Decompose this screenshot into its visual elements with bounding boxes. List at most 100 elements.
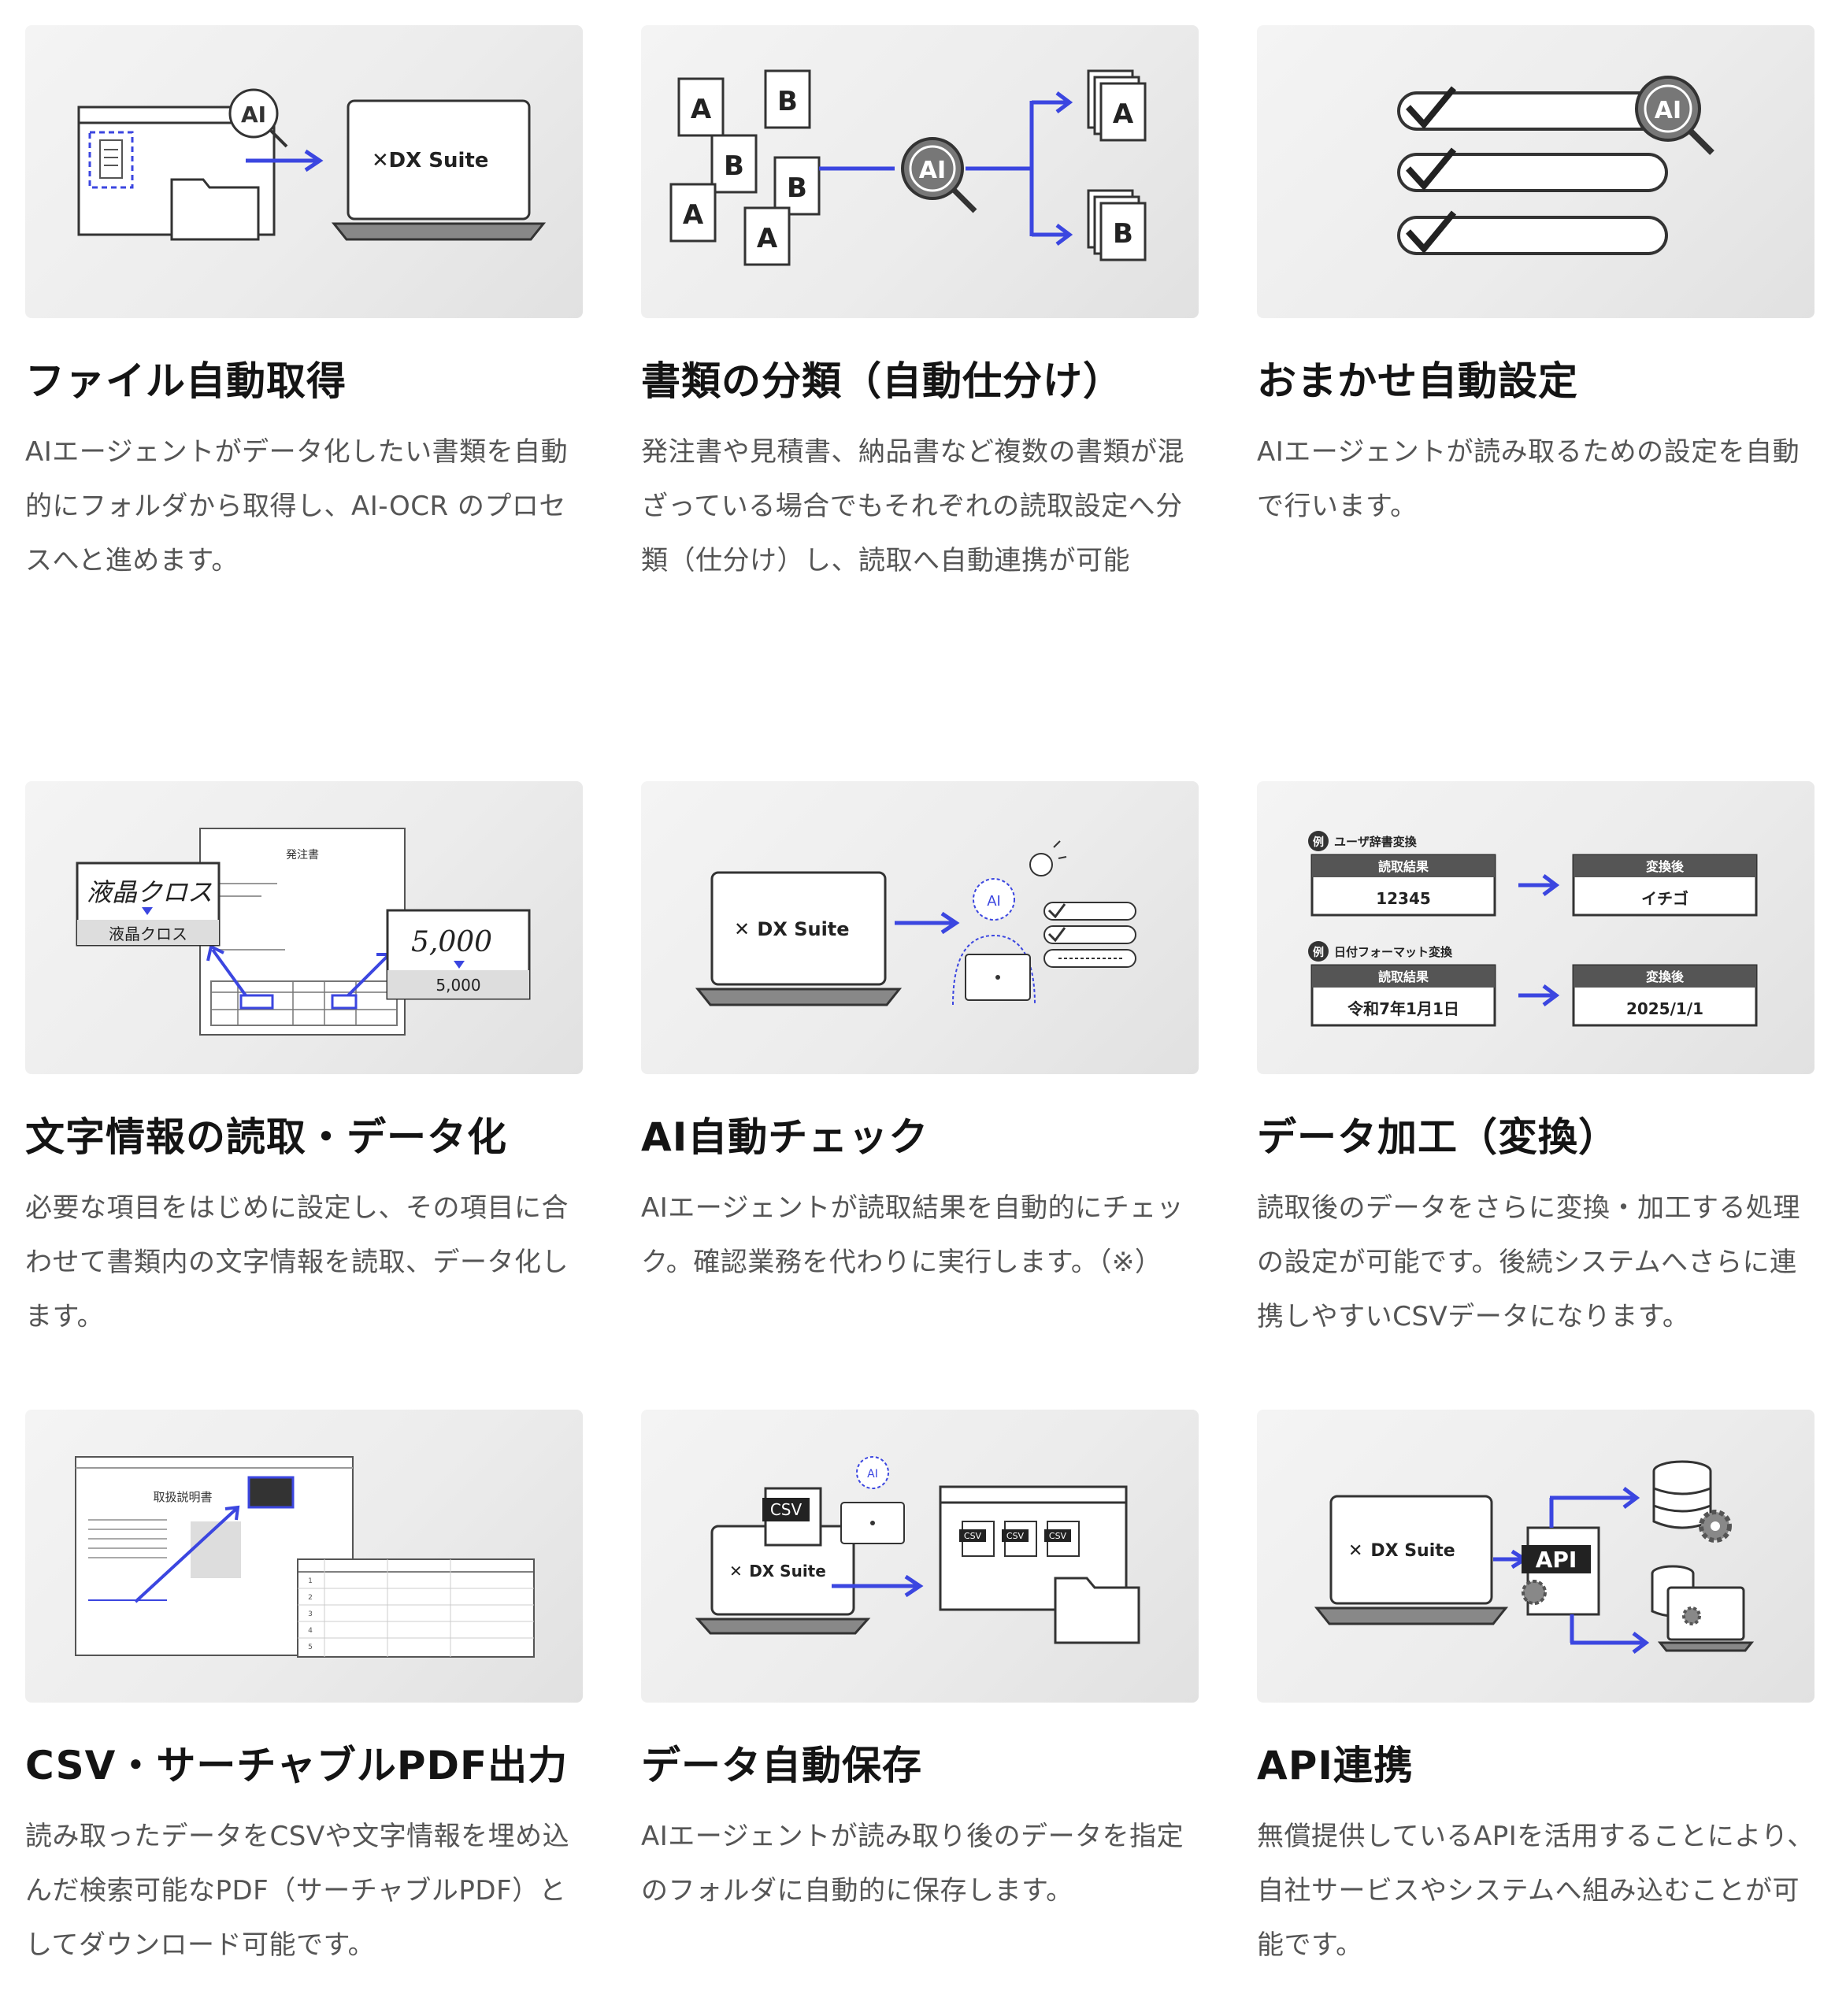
feature-card-auto-setup: AI おまかせ自動設定 AIエージェントが読み取るための設定を自動で行います。	[1257, 25, 1814, 534]
feature-title: API連携	[1257, 1743, 1414, 1788]
magnifier-icon: AI	[1635, 76, 1714, 155]
svg-text:読取結果: 読取結果	[1378, 969, 1429, 984]
svg-text:API: API	[1536, 1547, 1577, 1573]
magnifier-icon: AI	[228, 88, 288, 148]
svg-text:発注書: 発注書	[286, 849, 319, 862]
feature-card-data-conversion: 例 ユーザ辞書変換 読取結果 12345 変換後 イチゴ 例 日付フォーマット変…	[1257, 781, 1814, 1344]
svg-text:AI: AI	[919, 157, 946, 184]
svg-text:日付フォーマット変換: 日付フォーマット変換	[1334, 945, 1453, 959]
svg-text:5,000: 5,000	[436, 976, 480, 995]
feature-description: AIエージェントが読取結果を自動的にチェック。確認業務を代わりに実行します。（※…	[641, 1192, 1184, 1278]
svg-text:AI: AI	[987, 893, 1001, 910]
illustration-document-classification: A B B A B A AI	[641, 25, 1199, 318]
document-icon	[99, 139, 123, 179]
illustration-auto-setup: AI	[1257, 25, 1814, 318]
svg-text:変換後: 変換後	[1646, 969, 1685, 984]
svg-text:AI: AI	[1655, 97, 1681, 124]
illustration-data-conversion: 例 ユーザ辞書変換 読取結果 12345 変換後 イチゴ 例 日付フォーマット変…	[1257, 781, 1814, 1074]
svg-text:2025/1/1: 2025/1/1	[1626, 999, 1703, 1018]
svg-text:CSV: CSV	[964, 1531, 982, 1541]
sorted-stack: A B	[1087, 69, 1147, 261]
feature-description: 読み取ったデータをCSVや文字情報を埋め込んだ検索可能なPDF（サーチャブルPD…	[25, 1821, 570, 1961]
feature-card-ai-check: ✕ DX Suite AI	[641, 781, 1199, 1290]
illustration-file-auto-fetch: AI DX Suite ✕	[25, 25, 583, 318]
svg-text:5: 5	[308, 1644, 313, 1651]
database-icon	[1652, 1460, 1712, 1529]
svg-text:イチゴ: イチゴ	[1641, 889, 1688, 908]
svg-text:✕: ✕	[372, 149, 389, 172]
feature-description: 読取後のデータをさらに変換・加工する処理の設定が可能です。後続システムへさらに連…	[1257, 1192, 1800, 1332]
svg-text:B: B	[1113, 218, 1133, 250]
feature-title: 文字情報の読取・データ化	[25, 1114, 507, 1160]
svg-text:B: B	[724, 150, 744, 182]
svg-text:DX Suite: DX Suite	[757, 918, 849, 940]
table-icon: 1 2 3 4 5	[297, 1558, 535, 1658]
svg-text:A: A	[691, 94, 712, 125]
svg-text:B: B	[777, 86, 798, 117]
ai-label: AI	[241, 102, 266, 128]
laptop-icon: ✕ DX Suite	[1314, 1495, 1509, 1625]
svg-text:液晶クロス: 液晶クロス	[87, 877, 213, 907]
svg-text:CSV: CSV	[1006, 1531, 1025, 1541]
svg-text:CSV: CSV	[770, 1500, 803, 1519]
feature-title: データ自動保存	[641, 1743, 922, 1788]
lightbulb-icon	[1029, 840, 1067, 876]
feature-title: おまかせ自動設定	[1257, 358, 1578, 404]
feature-card-file-auto-fetch: AI DX Suite ✕ ファイル自動取得 AIエージェントがデータ化したい書…	[25, 25, 583, 588]
feature-description: AIエージェントがデータ化したい書類を自動的にフォルダから取得し、AI-OCR …	[25, 436, 569, 576]
svg-text:A: A	[757, 223, 778, 254]
document-icon: 発注書	[199, 828, 406, 1036]
svg-text:5,000: 5,000	[411, 926, 492, 958]
folder-icon	[1054, 1577, 1140, 1644]
svg-text:2: 2	[308, 1594, 313, 1602]
svg-text:4: 4	[308, 1627, 313, 1635]
document-icon: A B B A B A	[669, 69, 821, 266]
laptop-icon	[1657, 1586, 1755, 1652]
laptop-icon: DX Suite ✕	[331, 99, 547, 241]
svg-text:液晶クロス: 液晶クロス	[109, 925, 187, 943]
feature-description: AIエージェントが読み取り後のデータを指定のフォルダに自動的に保存します。	[641, 1821, 1184, 1907]
gear-icon	[1699, 1510, 1732, 1543]
svg-text:令和7年1月1日: 令和7年1月1日	[1347, 999, 1459, 1018]
laptop-icon: ✕ DX Suite	[695, 1525, 871, 1635]
feature-title: CSV・サーチャブルPDF出力	[25, 1743, 569, 1788]
feature-title: AI自動チェック	[641, 1114, 929, 1160]
svg-text:B: B	[787, 172, 807, 204]
illustration-auto-save: ✕ DX Suite CSV AI CSV CSV CSV	[641, 1410, 1199, 1703]
feature-title: ファイル自動取得	[25, 358, 347, 404]
feature-description: AIエージェントが読み取るための設定を自動で行います。	[1257, 436, 1800, 522]
feature-description: 無償提供しているAPIを活用することにより、自社サービスやシステムへ組み込むこと…	[1257, 1821, 1814, 1961]
svg-text:例: 例	[1313, 836, 1324, 849]
svg-text:DX Suite: DX Suite	[1370, 1541, 1455, 1561]
csv-icon: CSV	[762, 1487, 822, 1547]
svg-text:12345: 12345	[1376, 889, 1431, 908]
laptop-icon: ✕ DX Suite	[695, 871, 903, 1006]
feature-card-document-classification: A B B A B A AI	[641, 25, 1199, 588]
svg-text:A: A	[683, 199, 704, 231]
illustration-ai-check: ✕ DX Suite AI	[641, 781, 1199, 1074]
svg-text:例: 例	[1313, 946, 1324, 959]
svg-text:変換後: 変換後	[1646, 859, 1685, 874]
svg-text:✕: ✕	[729, 1562, 743, 1581]
svg-text:✕: ✕	[734, 918, 750, 940]
svg-text:DX Suite: DX Suite	[749, 1562, 826, 1581]
ai-agent-figure: AI	[952, 878, 1036, 1006]
svg-text:取扱説明書: 取扱説明書	[153, 1490, 212, 1504]
feature-card-api: ✕ DX Suite API	[1257, 1410, 1814, 1973]
feature-card-auto-save: ✕ DX Suite CSV AI CSV CSV CSV	[641, 1410, 1199, 1918]
brand-label: DX Suite	[389, 149, 489, 172]
csv-icon: CSV CSV CSV	[959, 1521, 1080, 1557]
ai-agent-figure: AI	[840, 1456, 905, 1544]
api-icon: API	[1522, 1526, 1600, 1616]
illustration-csv-pdf-output: 取扱説明書	[25, 1410, 583, 1703]
feature-title: 書類の分類（自動仕分け）	[641, 358, 1123, 404]
magnifier-icon: AI	[901, 137, 977, 213]
svg-text:読取結果: 読取結果	[1378, 859, 1429, 874]
illustration-text-reading: 発注書 液晶クロス 液晶クロス	[25, 781, 583, 1074]
svg-text:AI: AI	[867, 1468, 878, 1480]
svg-text:3: 3	[308, 1610, 313, 1618]
svg-text:1: 1	[308, 1577, 313, 1585]
feature-description: 必要な項目をはじめに設定し、その項目に合わせて書類内の文字情報を読取、データ化し…	[25, 1192, 569, 1332]
checklist-icon	[1043, 902, 1136, 968]
svg-text:ユーザ辞書変換: ユーザ辞書変換	[1334, 835, 1418, 849]
